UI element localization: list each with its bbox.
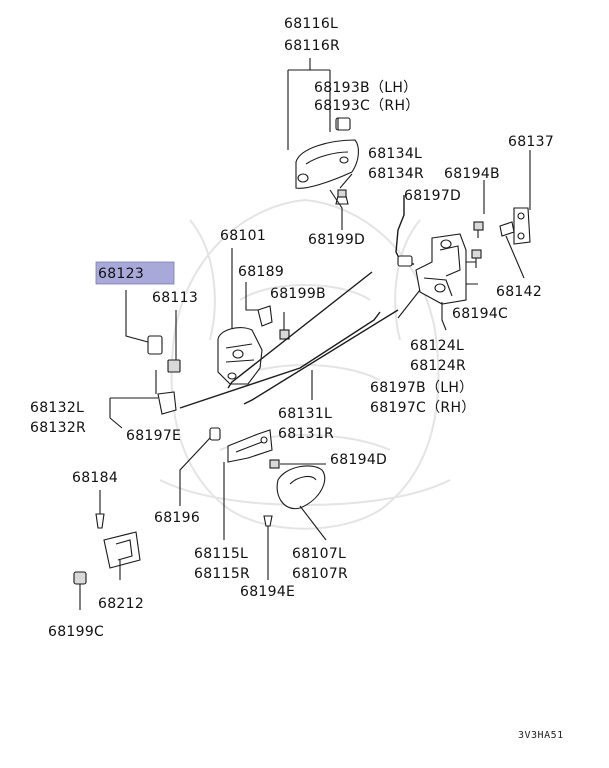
label-68124-r: 68124R — [410, 358, 466, 374]
label-68113: 68113 — [152, 290, 198, 306]
label-68137: 68137 — [508, 134, 554, 150]
label-68123: 68123 — [98, 266, 144, 282]
label-68193-rh: 68193C（RH） — [314, 98, 420, 114]
label-68197b-lh: 68197B（LH） — [370, 380, 473, 396]
label-68199d: 68199D — [308, 232, 365, 248]
label-68116-l: 68116L — [284, 16, 338, 32]
label-68197d: 68197D — [404, 188, 461, 204]
label-68131-l: 68131L — [278, 406, 332, 422]
label-68132-l: 68132L — [30, 400, 84, 416]
inner-handle-assembly — [179, 427, 327, 580]
label-68134-r: 68134R — [368, 166, 424, 182]
label-68194e: 68194E — [240, 584, 295, 600]
label-68124-l: 68124L — [410, 338, 464, 354]
label-68194d: 68194D — [330, 452, 387, 468]
rear-latch-assembly — [395, 150, 531, 331]
label-68193-lh: 68193B（LH） — [314, 80, 417, 96]
label-68142: 68142 — [496, 284, 542, 300]
highlighted-part-68123 — [95, 261, 175, 285]
label-68132-r: 68132R — [30, 420, 86, 436]
label-68189: 68189 — [238, 264, 284, 280]
label-68196: 68196 — [154, 510, 200, 526]
label-68107-l: 68107L — [292, 546, 346, 562]
label-68194c: 68194C — [452, 306, 508, 322]
label-68184: 68184 — [72, 470, 118, 486]
label-68212: 68212 — [98, 596, 144, 612]
label-68197c-rh: 68197C（RH） — [370, 400, 476, 416]
label-68194b: 68194B — [444, 166, 500, 182]
label-68199c: 68199C — [48, 624, 104, 640]
diagram-code: 3V3HA51 — [518, 730, 564, 741]
label-68101: 68101 — [220, 228, 266, 244]
hinge-assembly — [73, 490, 141, 610]
label-68116-r: 68116R — [284, 38, 340, 54]
part-labels: 68116L 68116R 68193B（LH） 68193C（RH） 6813… — [30, 16, 564, 741]
label-68197e: 68197E — [126, 428, 181, 444]
label-68115-l: 68115L — [194, 546, 248, 562]
label-68107-r: 68107R — [292, 566, 348, 582]
label-68134-l: 68134L — [368, 146, 422, 162]
label-68115-r: 68115R — [194, 566, 250, 582]
label-68131-r: 68131R — [278, 426, 334, 442]
label-68199b: 68199B — [270, 286, 326, 302]
outer-handle-assembly — [287, 58, 359, 230]
door-lock-assembly — [109, 248, 399, 429]
